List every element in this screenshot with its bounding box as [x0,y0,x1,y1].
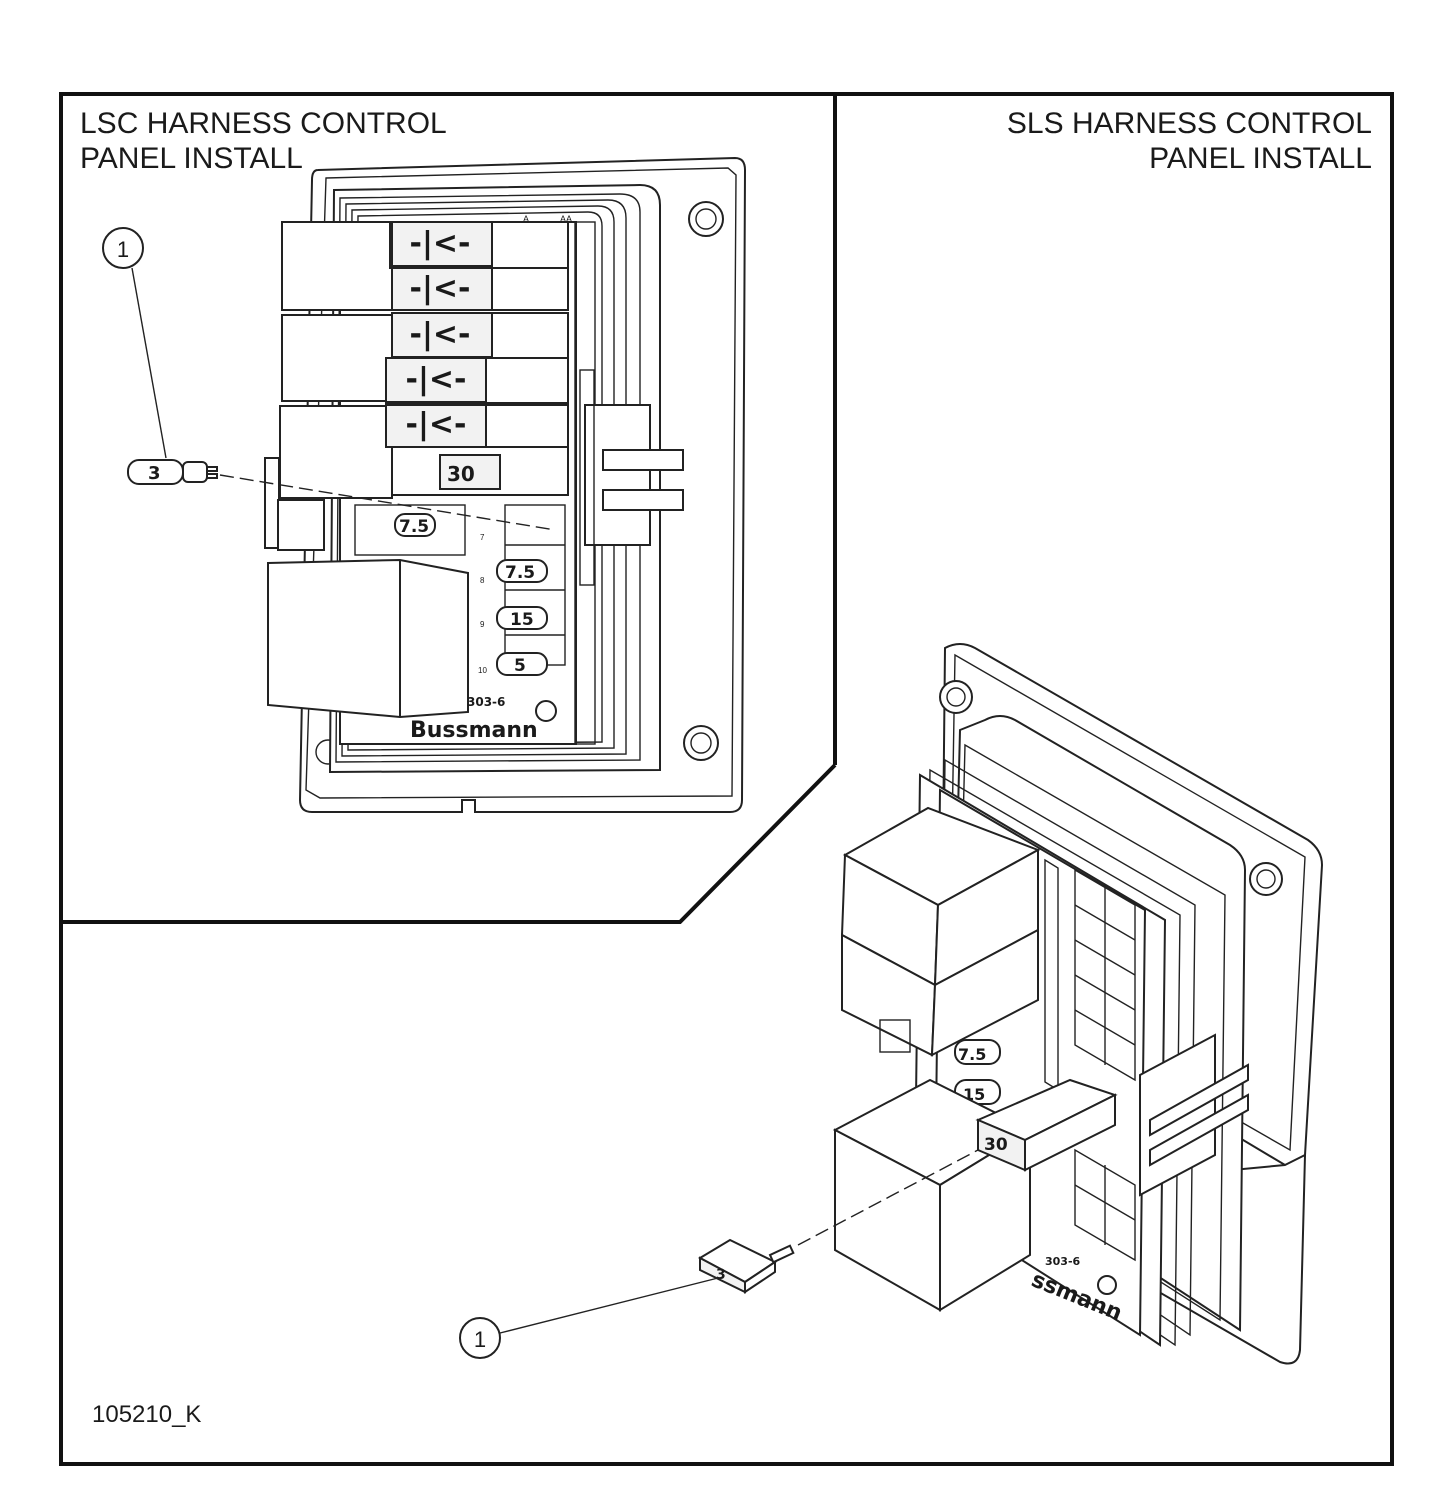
sls-install-path [797,1149,979,1246]
figure-id: 105210_K [92,1401,201,1428]
lsc-fuse-label: 15 [510,610,534,630]
lsc-mini-fuse [496,606,548,630]
chamfered-divider [61,763,837,924]
lsc-mounting-hole [683,725,719,761]
lsc-brand-part: 303-6 [467,695,505,709]
sls-title-line1: SLS HARNESS CONTROL [1007,107,1372,140]
lsc-loose-fuse-label: 3 [148,463,161,484]
lsc-title-line2: PANEL INSTALL [80,142,303,175]
leader-line [499,1277,719,1334]
sls-fuse-label: 7.5 [958,1045,986,1064]
lsc-relay-symbol: -|<- [410,226,471,261]
svg-text:7: 7 [480,533,485,542]
lsc-fuse-label: 5 [514,656,526,676]
lsc-mounting-hole [688,201,724,237]
lsc-relay-stack: -|<- -|<- -|<- -|<- -|<- [279,221,569,499]
sls-callout: 1 [459,1277,719,1359]
lsc-fuse-label: 7.5 [399,517,429,537]
sls-brand-part: 303-6 [1045,1255,1081,1268]
sls-title-line2: PANEL INSTALL [1149,142,1372,175]
outer-frame [59,92,1394,1466]
lsc-maxi-fuse [439,454,501,490]
lsc-relay-symbol: -|<- [406,362,467,397]
lsc-relay-symbol: -|<- [410,317,471,352]
lsc-title-line1: LSC HARNESS CONTROL [80,107,447,140]
lsc-callout: 1 [102,227,167,459]
sls-fuse-label: 30 [984,1135,1008,1155]
lsc-fuse-label: 7.5 [505,563,535,583]
callout-balloon [459,1317,501,1359]
leader-line [131,267,167,459]
svg-text:A: A [523,214,529,224]
sls-loose-fuse-label: 3 [716,1267,726,1283]
sls-callout-number: 1 [474,1327,486,1352]
sls-mounting-hole [1249,862,1283,896]
lsc-fuse-box-drawing: A AA 7 8 9 10 [264,156,747,813]
lsc-mini-fuse [496,652,548,676]
lsc-callout-number: 1 [117,237,129,262]
lsc-mini-fuse [496,559,548,583]
svg-text:9: 9 [480,620,485,629]
callout-balloon [102,227,144,269]
sls-mounting-hole [939,680,973,714]
lsc-fuse-label: 30 [447,462,475,486]
sls-fuse-box-drawing: 7.5 15 30 303-6 ssmann [832,643,1324,1365]
svg-text:8: 8 [480,576,485,585]
lsc-loose-fuse: 3 [127,459,218,485]
svg-text:AA: AA [560,214,572,224]
lsc-relay-symbol: -|<- [406,407,467,442]
lsc-relay-symbol: -|<- [410,271,471,306]
sls-loose-fuse: 3 [697,1238,795,1294]
lsc-cube-relay [267,558,469,719]
lsc-side-clip [584,404,651,546]
svg-text:10: 10 [478,666,487,675]
lsc-mini-fuse [394,513,436,537]
sls-mini-fuse [954,1039,1001,1065]
lsc-install-path [219,474,556,531]
lsc-brand: Bussmann [410,718,538,743]
